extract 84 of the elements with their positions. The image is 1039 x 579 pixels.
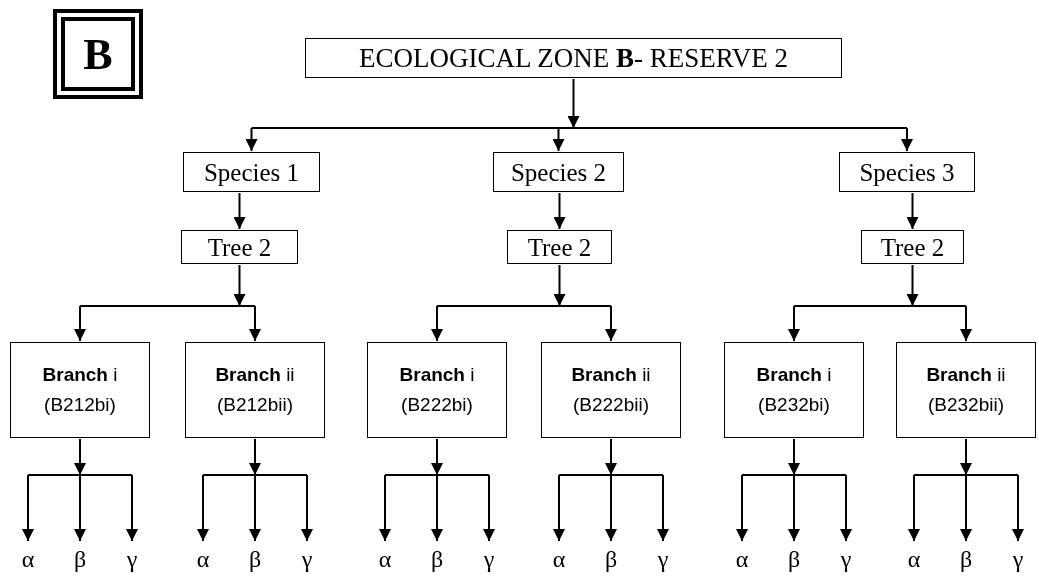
branch-box	[724, 342, 864, 438]
arrow	[74, 474, 86, 542]
greek-letter: γ	[118, 542, 146, 576]
arrow	[788, 474, 800, 542]
arrow	[913, 438, 1019, 476]
greek-letter: α	[545, 542, 573, 576]
greek-letter: γ	[293, 542, 321, 576]
arrow	[553, 192, 566, 230]
branch-name: Branch i	[42, 364, 118, 386]
branch-code: (B232bi)	[758, 394, 830, 416]
branch-code: (B212bi)	[44, 394, 116, 416]
arrow	[202, 438, 308, 476]
arrow	[245, 127, 258, 152]
branch-name: Branch ii	[926, 364, 1006, 386]
arrow	[908, 474, 920, 542]
tree-box: Tree 2	[507, 230, 612, 264]
branch-code: (B222bii)	[572, 394, 649, 416]
arrow	[379, 474, 391, 542]
greek-letter: β	[597, 542, 625, 576]
greek-letter: β	[780, 542, 808, 576]
branch-box	[185, 342, 325, 438]
branch-box	[367, 342, 507, 438]
arrow	[840, 474, 852, 542]
arrow	[906, 192, 919, 230]
branch-box	[10, 342, 150, 438]
branch-box	[541, 342, 681, 438]
greek-letter: β	[241, 542, 269, 576]
arrow	[250, 78, 908, 129]
arrow	[483, 474, 495, 542]
arrow	[558, 438, 664, 476]
arrow	[741, 438, 847, 476]
arrow	[249, 474, 261, 542]
greek-letter: α	[900, 542, 928, 576]
branch-box	[896, 342, 1036, 438]
arrow	[901, 127, 913, 152]
arrow	[552, 127, 565, 152]
species-box: Species 2	[493, 152, 624, 192]
arrow	[960, 305, 972, 342]
arrow	[431, 474, 443, 542]
greek-letter: γ	[832, 542, 860, 576]
arrow	[605, 474, 617, 542]
arrow	[79, 264, 256, 307]
branch-name: Branch i	[399, 364, 475, 386]
arrow	[657, 474, 669, 542]
arrow	[384, 438, 490, 476]
arrow	[301, 474, 313, 542]
letter-badge: B	[53, 9, 143, 99]
arrow	[126, 474, 138, 542]
arrow	[233, 192, 246, 230]
greek-letter: γ	[649, 542, 677, 576]
branch-code: (B212bii)	[216, 394, 293, 416]
arrow	[22, 474, 34, 542]
branch-code: (B222bi)	[401, 394, 473, 416]
arrow	[27, 438, 133, 476]
branch-name: Branch ii	[215, 364, 295, 386]
greek-letter: α	[189, 542, 217, 576]
greek-letter: α	[728, 542, 756, 576]
branch-code: (B232bii)	[927, 394, 1004, 416]
tree-box: Tree 2	[861, 230, 964, 264]
arrow	[1012, 474, 1024, 542]
branch-name: Branch i	[756, 364, 832, 386]
arrow	[431, 305, 443, 342]
species-box: Species 3	[839, 152, 975, 192]
arrow	[788, 305, 800, 342]
arrow	[436, 264, 612, 307]
arrow	[553, 474, 565, 542]
greek-letter: γ	[1004, 542, 1032, 576]
greek-letter: α	[14, 542, 42, 576]
arrow	[960, 474, 972, 542]
arrow	[605, 305, 617, 342]
greek-letter: γ	[475, 542, 503, 576]
branch-name: Branch ii	[571, 364, 651, 386]
species-box: Species 1	[183, 152, 320, 192]
arrow	[197, 474, 209, 542]
greek-letter: α	[371, 542, 399, 576]
greek-letter: β	[66, 542, 94, 576]
greek-letter: β	[952, 542, 980, 576]
arrow	[736, 474, 748, 542]
arrow	[74, 305, 86, 342]
title-box: ECOLOGICAL ZONE B- RESERVE 2	[305, 38, 842, 78]
arrow	[249, 305, 261, 342]
tree-box: Tree 2	[181, 230, 298, 264]
arrow	[793, 264, 967, 307]
greek-letter: β	[423, 542, 451, 576]
